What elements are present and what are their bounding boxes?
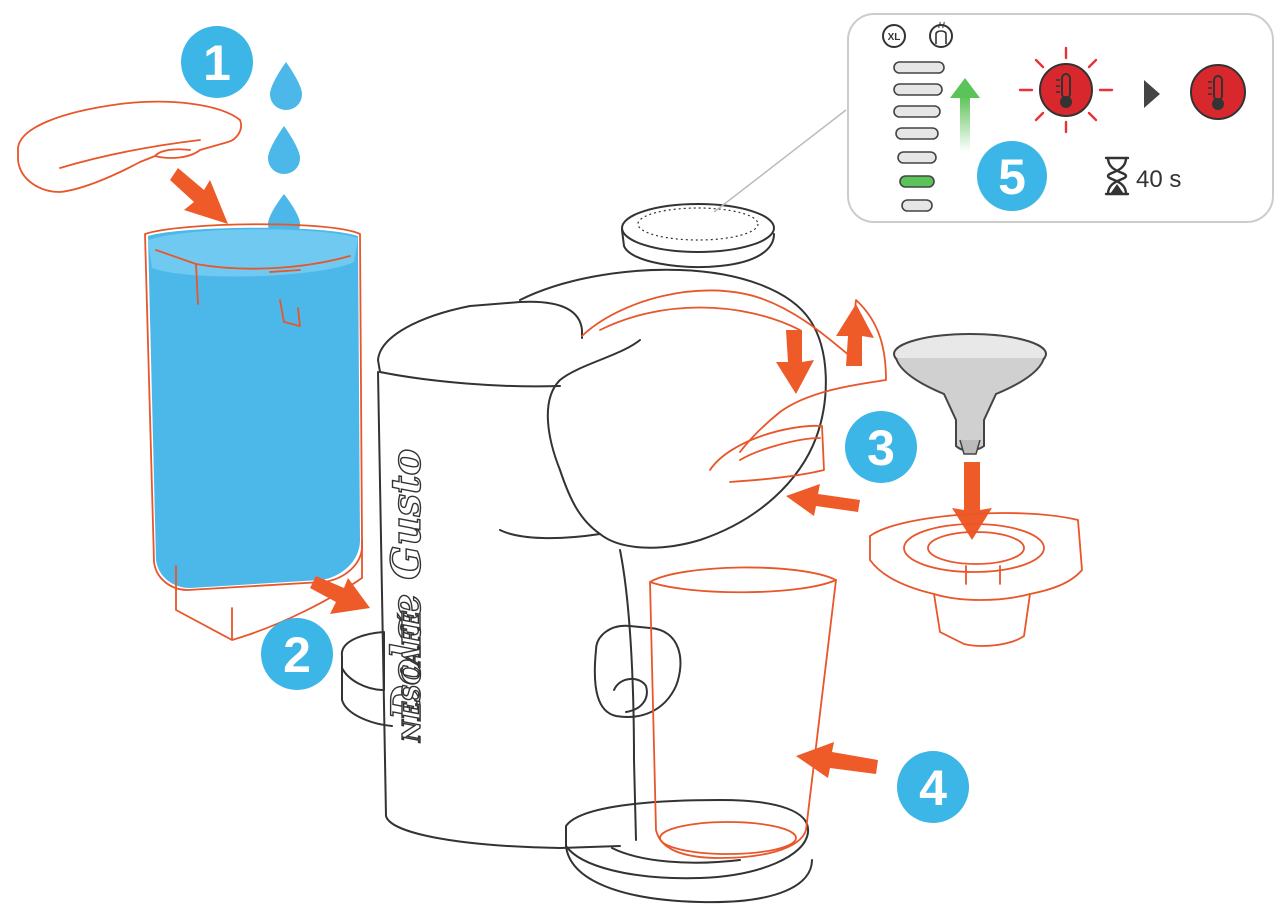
step-badge-2: 2 [261,618,333,690]
arrow-down-icon [776,330,814,394]
timer-text: 40 s [1136,166,1181,193]
thermometer-icon [1190,64,1246,120]
step-badge-3: 3 [845,411,917,483]
arrow-down-icon [952,462,992,540]
level-indicator [893,61,945,212]
capsule-holder [869,512,1083,647]
level-bar [893,83,943,96]
play-arrow-icon [1144,80,1160,108]
step-badge-5: 5 [977,141,1047,211]
status-panel: XL [713,13,1274,223]
level-bar [893,61,945,74]
step-badge-1: 1 [181,26,253,98]
water-tank-lid [17,100,242,193]
xl-icon: XL [882,24,906,48]
mug-icon [929,21,953,48]
level-bar-active [899,175,935,188]
water-drop-icon [268,126,300,174]
step-badge-4: 4 [897,751,969,823]
coffee-machine: Dolce Gusto NESCAFÉ [340,203,887,904]
arrow-up-icon [836,304,874,366]
step-number: 3 [867,420,895,476]
xl-label: XL [888,32,901,43]
level-bar [893,105,941,118]
water-drop-icon [270,62,302,110]
maker-logo: NESCAFÉ [397,611,426,743]
up-arrow-icon [950,78,980,152]
capsule [893,333,1047,455]
level-bar [901,199,933,212]
brand-logo: Dolce Gusto [383,449,430,721]
step-number: 1 [203,35,231,91]
status-panel-frame [847,13,1274,223]
hourglass-icon [1104,156,1130,196]
step-number: 4 [919,760,947,816]
callout-line [713,109,847,213]
thermometer-blinking-icon [1018,46,1114,134]
water-drops [268,62,302,240]
step-number: 5 [998,149,1026,205]
arrow-icon [786,484,860,516]
step-number: 2 [283,627,311,683]
level-bar [895,127,939,140]
arrow-icon [310,576,370,614]
level-bar [897,151,937,164]
water-tank [144,223,363,641]
arrow-icon [170,168,228,224]
arrow-icon [796,742,878,778]
